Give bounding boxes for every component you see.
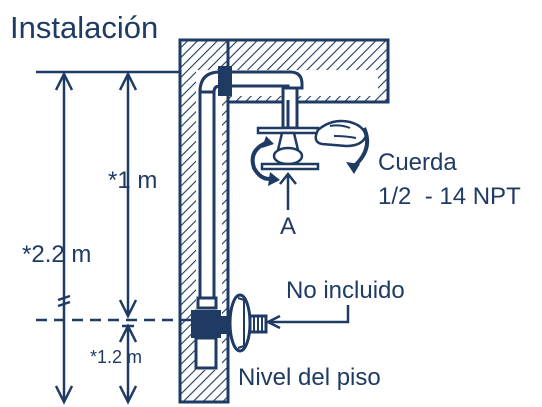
pointer-a-arrow: [279, 171, 297, 210]
not-included-label: No incluido: [286, 277, 405, 304]
rotation-arrow-icon: [250, 136, 280, 186]
height-one-label: *1 m: [108, 167, 157, 194]
floor-level-label: Nivel del piso: [238, 364, 381, 391]
ceiling: [226, 38, 390, 104]
hand-icon: [314, 119, 368, 148]
height-floor-label: *1.2 m: [90, 347, 142, 367]
diagram-title: Instalación: [10, 10, 158, 45]
point-a-label: A: [280, 213, 296, 240]
tighten-arrowhead-icon: [346, 162, 360, 174]
pipe-coupling-top: [218, 66, 232, 96]
dimension-one-meter: [118, 71, 138, 319]
not-included-leader: [265, 305, 350, 330]
dimension-total: [54, 71, 74, 405]
thread-spec-label: 1/2 - 14 NPT: [378, 183, 521, 210]
height-total-label: *2.2 m: [22, 241, 91, 268]
shower-head: [256, 100, 320, 171]
thread-title-label: Cuerda: [378, 149, 457, 176]
valve-body: [191, 293, 268, 370]
dimension-floor: [118, 323, 138, 405]
pipe-coupling-bottom: [196, 296, 218, 310]
